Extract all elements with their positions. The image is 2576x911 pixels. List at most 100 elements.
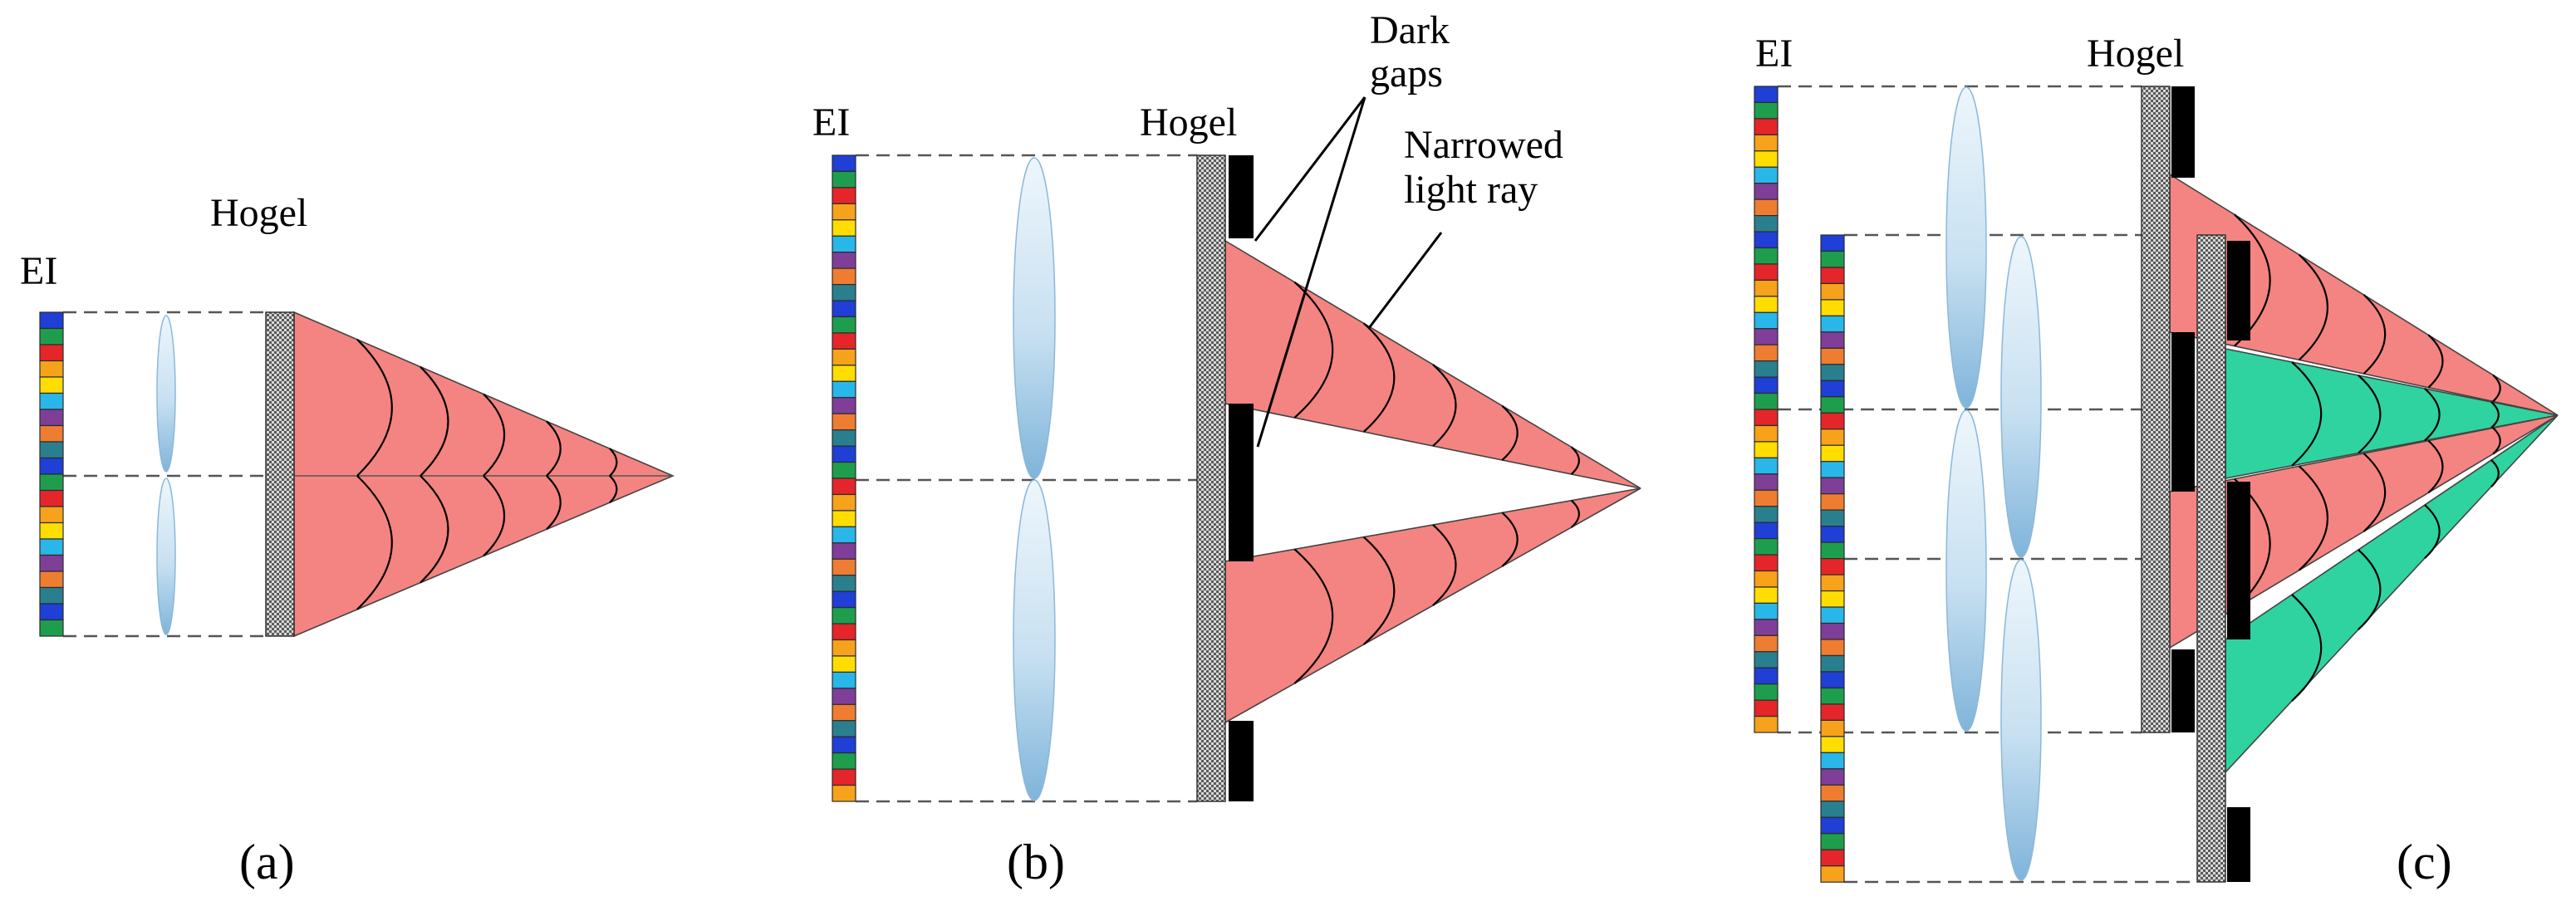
ei-pixel — [1820, 606, 1845, 624]
wavefront-arc — [2490, 401, 2500, 429]
wavefront-arc — [2298, 465, 2328, 571]
ei-pixel — [1820, 299, 1845, 317]
ei-pixel — [832, 590, 856, 609]
hogel-strip-c-front — [2196, 234, 2226, 883]
dark-gap-c6 — [2227, 807, 2250, 882]
wavefront-arc — [2358, 375, 2382, 454]
ei-pixel — [1820, 752, 1845, 770]
wavefront-arc — [2291, 594, 2323, 702]
lenslet-c-back2 — [1945, 409, 1987, 732]
ei-pixel — [1754, 360, 1779, 378]
ei-pixel — [832, 478, 856, 496]
ei-pixel — [1820, 687, 1845, 705]
ei-pixel — [1754, 311, 1779, 330]
ei-pixel — [832, 235, 856, 253]
ei-pixel — [1820, 347, 1845, 365]
wavefront-arc — [1293, 281, 1334, 419]
ei-pixel — [832, 493, 856, 512]
ei-pixel — [39, 506, 64, 524]
ei-pixel — [39, 457, 64, 475]
panel-b: EI Hogel Dark gaps Narrowed light ray (b… — [812, 8, 1641, 889]
ei-pixel — [1820, 526, 1845, 543]
narrowed-ray-label-line1: Narrowed — [1404, 123, 1563, 167]
ei-pixel — [1754, 376, 1779, 394]
dashed-guides-b — [856, 154, 1197, 803]
ei-pixel — [1820, 331, 1845, 349]
ei-pixel — [1820, 234, 1845, 252]
ei-pixel — [1754, 441, 1779, 458]
ei-pixel — [1820, 801, 1845, 818]
ei-pixel — [832, 413, 856, 431]
ei-pixel — [832, 542, 856, 560]
ei-pixel — [832, 300, 856, 318]
ei-pixel — [39, 554, 64, 572]
wavefront-arcs-b — [1293, 281, 1580, 684]
dashed-guides-a — [63, 311, 266, 638]
ei-pixel — [1820, 703, 1845, 721]
panel-a: EI Hogel (a) — [20, 191, 675, 889]
ei-pixel — [832, 526, 856, 544]
wavefront-arc — [1501, 512, 1519, 567]
ei-pixel — [1820, 396, 1845, 414]
ei-pixel — [1754, 457, 1779, 475]
wavefront-arc — [420, 475, 449, 584]
dark-gap-c1 — [2171, 86, 2195, 178]
ei-pixel — [1820, 557, 1845, 575]
ei-pixel — [1820, 282, 1845, 301]
dark-gaps-label-line1: Dark — [1370, 8, 1450, 52]
ei-pixel — [39, 603, 64, 621]
ei-pixel — [39, 376, 64, 394]
wavefront-arc — [2424, 504, 2441, 559]
ei-pixel — [1820, 784, 1845, 802]
wavefront-arc — [1432, 364, 1457, 447]
ei-pixel — [832, 784, 856, 802]
ei-pixel — [39, 392, 64, 410]
ei-pixel — [1754, 296, 1779, 313]
ei-pixel — [1820, 250, 1845, 268]
ei-pixel — [1820, 639, 1845, 657]
ei-pixel — [1820, 768, 1845, 786]
ei-pixel — [1754, 699, 1779, 718]
ei-pixel — [39, 571, 64, 589]
wavefront-arc — [1293, 548, 1334, 684]
ei-pixel — [1820, 429, 1845, 446]
ei-pixel — [1820, 849, 1845, 867]
ei-label-a: EI — [20, 249, 57, 293]
ei-pixel — [1820, 412, 1845, 430]
ei-pixel — [1754, 651, 1779, 669]
panel-c-caption: (c) — [2397, 835, 2452, 889]
wavefront-arc — [609, 448, 618, 477]
dark-gap-c3 — [2171, 649, 2195, 732]
ei-pixel — [39, 409, 64, 427]
ei-pixel — [39, 424, 64, 443]
ei-pixel — [1820, 574, 1845, 592]
ei-pixel — [39, 441, 64, 459]
dark-gap-c2 — [2171, 332, 2195, 492]
dark-gap-b1 — [1229, 155, 1254, 238]
wavefront-arc — [546, 475, 562, 531]
ei-pixel — [832, 671, 856, 689]
ei-pixel — [1754, 570, 1779, 588]
wavefront-arc — [609, 475, 618, 503]
ei-pixel — [832, 187, 856, 204]
lenslet-c-back1 — [1945, 86, 1987, 409]
elemental-image-column-b — [832, 154, 856, 802]
ei-pixel — [1754, 150, 1779, 168]
ei-pixel — [832, 510, 856, 527]
ei-pixel — [1820, 509, 1845, 527]
ei-pixel — [1820, 736, 1845, 753]
ei-pixel — [1820, 622, 1845, 640]
ei-pixel — [1754, 86, 1779, 104]
elemental-image-column-c-front — [1820, 234, 1845, 883]
ei-pixel — [1820, 654, 1845, 673]
elemental-image-column-a — [39, 311, 64, 637]
ei-pixel — [1754, 183, 1779, 200]
wavefront-arc — [1570, 499, 1580, 528]
ei-pixel — [1754, 198, 1779, 217]
ei-pixel — [39, 538, 64, 556]
dark-gaps-pointer — [1254, 96, 1367, 448]
wavefront-arc — [483, 393, 506, 477]
narrowed-ray-pointer — [1367, 232, 1443, 329]
dark-gap-c4 — [2227, 241, 2250, 340]
